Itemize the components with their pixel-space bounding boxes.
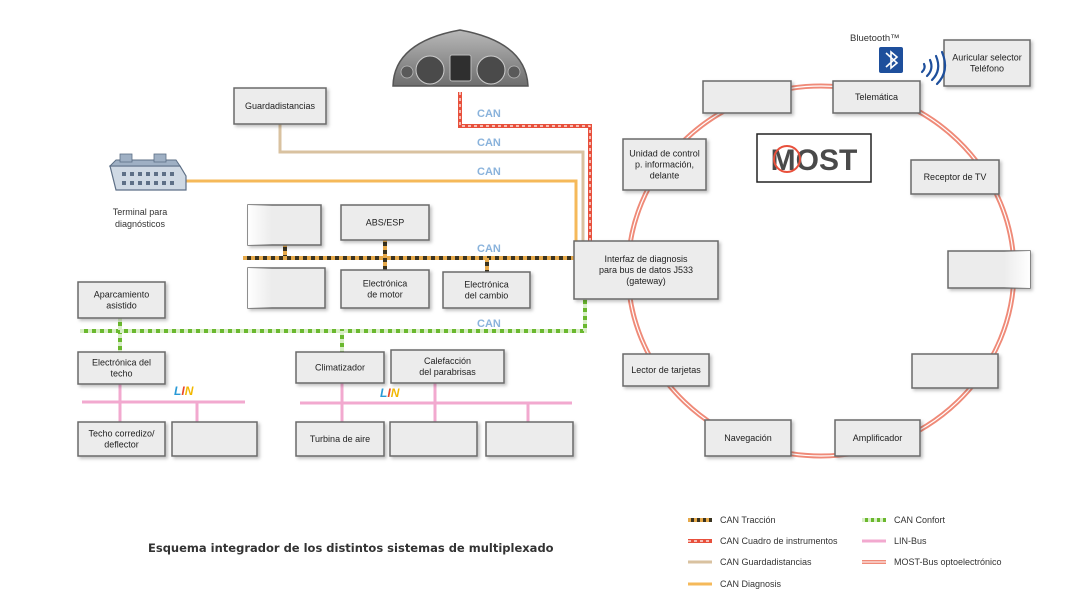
lin-bus-lines xyxy=(82,383,572,422)
box-label: Electrónica del xyxy=(92,358,151,368)
box-label: p. información, xyxy=(635,160,694,170)
svg-text:Terminal para: Terminal para xyxy=(113,207,168,217)
legend-label: MOST-Bus optoelectrónico xyxy=(894,557,1002,567)
box-label: Telemática xyxy=(855,92,898,102)
box-label: (gateway) xyxy=(626,276,666,286)
box-navegacion: Navegación xyxy=(704,419,792,457)
legend-label: CAN Confort xyxy=(894,515,946,525)
instrument-cluster-image xyxy=(392,29,529,87)
box-label: Lector de tarjetas xyxy=(631,365,701,375)
lin-logo: LIN xyxy=(174,384,194,398)
can-label-cuadro: CAN xyxy=(477,108,501,120)
box-label: Amplificador xyxy=(853,433,903,443)
box-label: Receptor de TV xyxy=(924,172,987,182)
can-cuadro-line xyxy=(458,92,592,241)
can-diagnosis-line xyxy=(186,179,578,241)
legend-item-diag: CAN Diagnosis xyxy=(688,579,782,589)
svg-text:LIN: LIN xyxy=(380,386,400,400)
box-unlabeled xyxy=(171,421,258,457)
box-label: de motor xyxy=(367,290,403,300)
diagnostic-terminal-image xyxy=(108,153,187,191)
box-unlabeled xyxy=(389,421,478,457)
can-label-guarda: CAN xyxy=(477,137,501,149)
diagram-caption: Esquema integrador de los distintos sist… xyxy=(148,541,554,555)
can-traccion-line xyxy=(243,238,575,272)
fade-overlay xyxy=(248,268,272,308)
lin-logo: LIN xyxy=(380,386,400,400)
most-logo: MOST xyxy=(756,133,872,183)
box-label: deflector xyxy=(104,440,139,450)
legend-label: CAN Guardadistancias xyxy=(720,557,812,567)
box-label: Climatizador xyxy=(315,363,365,373)
box-guardadistancias: Guardadistancias xyxy=(233,87,327,125)
box-label: delante xyxy=(650,171,680,181)
legend-item-cuadro: CAN Cuadro de instrumentos xyxy=(688,536,838,546)
box-telematica: Telemática xyxy=(832,80,921,114)
legend-item-traccion: CAN Tracción xyxy=(688,515,776,525)
box-label: Turbina de aire xyxy=(310,434,370,444)
box-label: Guardadistancias xyxy=(245,101,316,111)
box-turbina: Turbina de aire xyxy=(295,421,385,457)
box-label: Electrónica xyxy=(464,280,509,290)
legend-label: CAN Tracción xyxy=(720,515,776,525)
legend-label: CAN Cuadro de instrumentos xyxy=(720,536,838,546)
wireless-signal-icon xyxy=(920,50,947,86)
box-amplificador: Amplificador xyxy=(834,419,921,457)
svg-text:diagnósticos: diagnósticos xyxy=(115,219,166,229)
can-label-diagnosis: CAN xyxy=(477,166,501,178)
box-label: Aparcamiento xyxy=(94,290,150,300)
fade-overlay xyxy=(248,205,272,245)
terminal-label: Terminal para diagnósticos xyxy=(113,207,168,229)
box-label: techo xyxy=(110,369,132,379)
box-label: del parabrisas xyxy=(419,367,476,377)
box-unlabeled xyxy=(911,353,999,389)
legend-item-most: MOST-Bus optoelectrónico xyxy=(862,557,1002,567)
box-label: Interfaz de diagnosis xyxy=(604,254,688,264)
box-label: Electrónica xyxy=(363,279,408,289)
box-unlabeled xyxy=(702,80,792,114)
box-label: asistido xyxy=(106,301,137,311)
can-label-traccion: CAN xyxy=(477,243,501,255)
can-confort-line xyxy=(80,299,587,352)
can-guardadistancias-line xyxy=(278,124,585,241)
box-label: Calefacción xyxy=(424,356,471,366)
box-label: Auricular selector xyxy=(952,53,1022,63)
bluetooth-label: Bluetooth™ xyxy=(850,33,900,44)
box-label: Teléfono xyxy=(970,64,1004,74)
box-label: Techo corredizo/ xyxy=(88,429,155,439)
legend-label: LIN-Bus xyxy=(894,536,927,546)
box-label: del cambio xyxy=(465,291,509,301)
box-unlabeled xyxy=(485,421,574,457)
box-lector-tarjetas: Lector de tarjetas xyxy=(622,353,710,387)
box-label: para bus de datos J533 xyxy=(599,265,693,275)
svg-text:LIN: LIN xyxy=(174,384,194,398)
box-label: Unidad de control xyxy=(629,149,700,159)
box-climatizador: Climatizador xyxy=(295,351,385,384)
box-label: Navegación xyxy=(724,433,772,443)
fade-overlay xyxy=(1004,251,1030,288)
box-techo-corredizo: Techo corredizo/deflector xyxy=(77,421,166,457)
legend-item-guarda: CAN Guardadistancias xyxy=(688,557,812,567)
legend-item-lin: LIN-Bus xyxy=(862,536,927,546)
bluetooth-icon xyxy=(879,47,903,73)
box-label: ABS/ESP xyxy=(366,218,405,228)
can-label-confort: CAN xyxy=(477,318,501,330)
box-receptor-tv: Receptor de TV xyxy=(910,159,1000,195)
legend-label: CAN Diagnosis xyxy=(720,579,782,589)
legend-item-confort: CAN Confort xyxy=(862,515,946,525)
can-labels: CAN CAN CAN CAN CAN xyxy=(477,108,501,330)
box-abs-esp: ABS/ESP xyxy=(340,204,430,241)
